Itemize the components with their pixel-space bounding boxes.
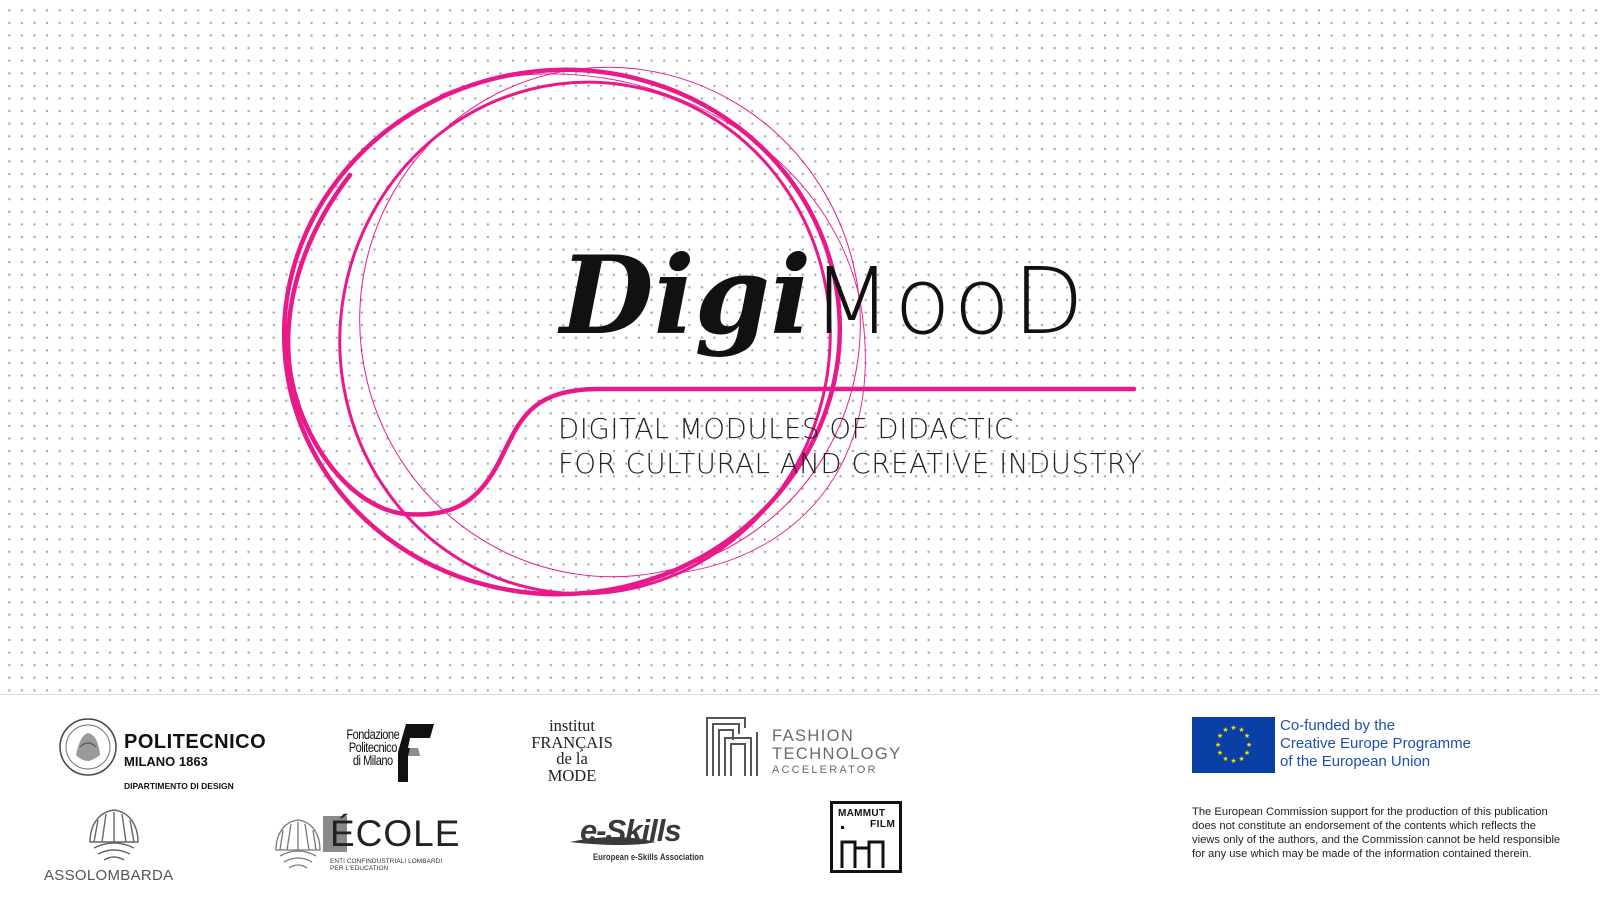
- ifm-line-1: institut: [549, 716, 595, 735]
- eu-line-3: of the European Union: [1280, 753, 1431, 770]
- mammut-bars-icon: [840, 826, 885, 868]
- fondazione-line-1: Fondazione: [346, 727, 400, 742]
- logo-swoosh: [285, 172, 1137, 517]
- ecole-shell-icon: [275, 819, 321, 869]
- svg-text:★: ★: [1230, 757, 1236, 765]
- subtitle-line-2: FOR CULTURAL AND CREATIVE INDUSTRY: [558, 448, 1143, 480]
- assolombarda-name: ASSOLOMBARDA: [44, 867, 174, 884]
- partner-ecole: ÉCOLE ENTI CONFINDUSTRIALI LOMBARDI PER …: [270, 812, 460, 878]
- politecnico-sub: MILANO 1863: [124, 754, 208, 769]
- svg-text:★: ★: [1222, 726, 1228, 734]
- eskills-swoosh-icon: [570, 837, 656, 845]
- fondazione-f-icon: [398, 724, 434, 782]
- partner-mammut-film: MAMMUT FILM: [830, 801, 902, 873]
- logo-ring-thin-2: [439, 73, 866, 576]
- svg-text:★: ★: [1217, 749, 1223, 757]
- svg-text:★: ★: [1215, 741, 1221, 749]
- mammut-line-2: FILM: [870, 819, 896, 830]
- eu-line-2: Creative Europe Programme: [1280, 735, 1471, 752]
- dotted-background: [0, 0, 1600, 694]
- partner-assolombarda: ASSOLOMBARDA: [40, 808, 190, 888]
- fta-mark-icon: [706, 717, 758, 776]
- ecole-grey-block: [323, 816, 347, 852]
- politecnico-name: POLITECNICO: [124, 731, 267, 753]
- eskills-word: e-Skills: [580, 813, 682, 848]
- fondazione-text: Fondazione Politecnico di Milano: [340, 727, 406, 768]
- divider: [0, 694, 1600, 695]
- ifm-line-3: de la: [556, 749, 588, 768]
- logo-ring-middle: [338, 80, 832, 596]
- partner-e-skills: e-Skills European e-Skills Association: [566, 812, 721, 868]
- svg-text:★: ★: [1238, 726, 1244, 734]
- eu-cofunded-text: Co-funded by the Creative Europe Program…: [1276, 717, 1516, 775]
- brand-name-regular: MooD: [812, 248, 1087, 355]
- ifm-line-2: FRANÇAIS: [531, 732, 613, 752]
- ecole-sub-2: PER L'EDUCATION: [330, 865, 389, 872]
- ifm-line-4: MODE: [547, 765, 597, 785]
- eu-flag-icon: ★★★ ★★★ ★★★ ★★★: [1192, 717, 1275, 773]
- politecnico-seal-icon: [59, 718, 117, 776]
- logo-ring-thin: [359, 66, 861, 578]
- eu-cofunded-block: ★★★ ★★★ ★★★ ★★★ Co-funded by the Creativ…: [1192, 717, 1562, 775]
- fondazione-line-3: di Milano: [352, 753, 393, 768]
- ecole-name: ÉCOLE: [330, 813, 461, 854]
- svg-text:★: ★: [1238, 755, 1244, 763]
- partner-fondazione: Fondazione Politecnico di Milano: [340, 722, 440, 784]
- brand-name-italic: Digi: [557, 233, 811, 359]
- partner-politecnico: POLITECNICO MILANO 1863 DIPARTIMENTO DI …: [58, 715, 278, 795]
- fta-line-1: FASHION: [772, 727, 855, 745]
- fta-line-3: ACCELERATOR: [772, 764, 878, 776]
- svg-text:★: ★: [1246, 741, 1252, 749]
- eu-line-1: Co-funded by the: [1280, 717, 1396, 734]
- svg-text:★: ★: [1230, 724, 1236, 732]
- subtitle-line-1: DIGITAL MODULES OF DIDACTIC: [558, 413, 1014, 445]
- eu-stars-icon: ★★★ ★★★ ★★★ ★★★: [1215, 724, 1252, 765]
- fta-line-2: TECHNOLOGY: [772, 745, 902, 763]
- svg-text:★: ★: [1217, 732, 1223, 740]
- svg-text:★: ★: [1244, 732, 1250, 740]
- eu-disclaimer: The European Commission support for the …: [1192, 806, 1561, 860]
- ecole-sub-1: ENTI CONFINDUSTRIALI LOMBARDI: [330, 858, 443, 865]
- assolombarda-shell-icon: [89, 809, 139, 861]
- eskills-sub: European e-Skills Association: [593, 852, 704, 862]
- mammut-line-1: MAMMUT: [838, 808, 886, 819]
- svg-text:★: ★: [1244, 749, 1250, 757]
- politecnico-dept: DIPARTIMENTO DI DESIGN: [124, 781, 234, 791]
- fondazione-line-2: Politecnico: [348, 740, 398, 755]
- partner-fashion-technology-accelerator: FASHION TECHNOLOGY ACCELERATOR: [705, 716, 915, 782]
- partner-institut-francais-de-la-mode: institut FRANÇAIS de la MODE: [520, 716, 624, 790]
- digimood-logo: Digi MooD: [281, 66, 1137, 597]
- svg-text:★: ★: [1222, 755, 1228, 763]
